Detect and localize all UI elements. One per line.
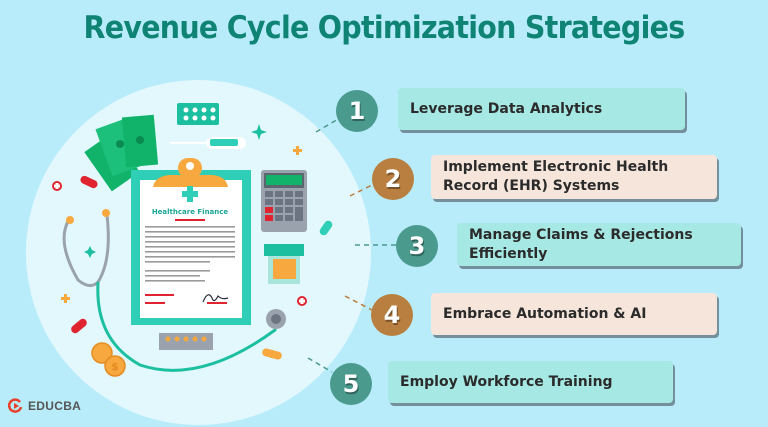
- strategy-label: Implement Electronic Health Record (EHR)…: [443, 159, 669, 194]
- strategy-number-1: 1: [336, 90, 378, 132]
- strategy-number-3: 3: [396, 225, 438, 267]
- educba-logo: EDUCBA: [8, 398, 81, 414]
- strategy-label: Leverage Data Analytics: [410, 100, 603, 117]
- strategy-item-5: Employ Workforce Training: [388, 361, 673, 403]
- pill-pack-icon: [177, 103, 219, 125]
- educba-logo-icon: [8, 398, 23, 413]
- page-title: Revenue Cycle Optimization Strategies: [83, 10, 686, 46]
- plus-icons: [61, 146, 302, 303]
- strategy-item-1: Leverage Data Analytics: [398, 88, 685, 130]
- strategy-item-3: Manage Claims & Rejections Efficiently: [457, 223, 741, 266]
- strategy-number-5: 5: [330, 363, 372, 405]
- sparkle-icons: [84, 124, 267, 258]
- strategy-label: Embrace Automation & AI: [443, 305, 647, 322]
- medicine-bottle-icon: [264, 244, 304, 284]
- strategy-label: Manage Claims & Rejections Efficiently: [469, 226, 693, 262]
- strategy-item-2: Implement Electronic Health Record (EHR)…: [431, 155, 717, 199]
- strategy-label: Employ Workforce Training: [400, 373, 613, 390]
- clipboard-heading: Healthcare Finance: [152, 208, 229, 216]
- brand-name: EDUCBA: [28, 399, 82, 413]
- clipboard-icon: Healthcare Finance: [131, 158, 251, 325]
- thermometer-icon: [170, 137, 246, 149]
- svg-text:$: $: [111, 360, 119, 373]
- medical-cross-icons: [52, 181, 307, 306]
- stethoscope-icon: [62, 209, 286, 372]
- capsule-icons: [71, 175, 333, 360]
- coins-icon: $: [91, 342, 126, 377]
- strategy-number-4: 4: [371, 294, 413, 336]
- money-icon: [84, 114, 159, 192]
- strategy-number-2: 2: [372, 158, 414, 200]
- strategy-item-4: Embrace Automation & AI: [431, 293, 717, 335]
- calculator-icon: [261, 170, 307, 232]
